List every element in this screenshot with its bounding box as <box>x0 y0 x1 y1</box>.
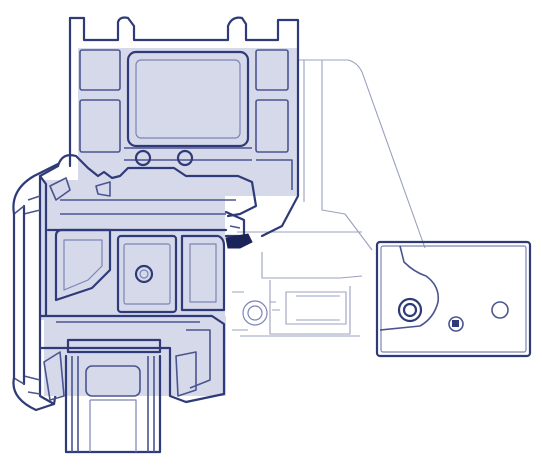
hinge-block <box>242 240 532 358</box>
glazing-profile <box>38 314 226 454</box>
sash-profile <box>12 154 258 412</box>
gasket-seal <box>225 233 253 249</box>
hardware-outline <box>232 59 426 337</box>
frame-profile <box>68 16 300 238</box>
